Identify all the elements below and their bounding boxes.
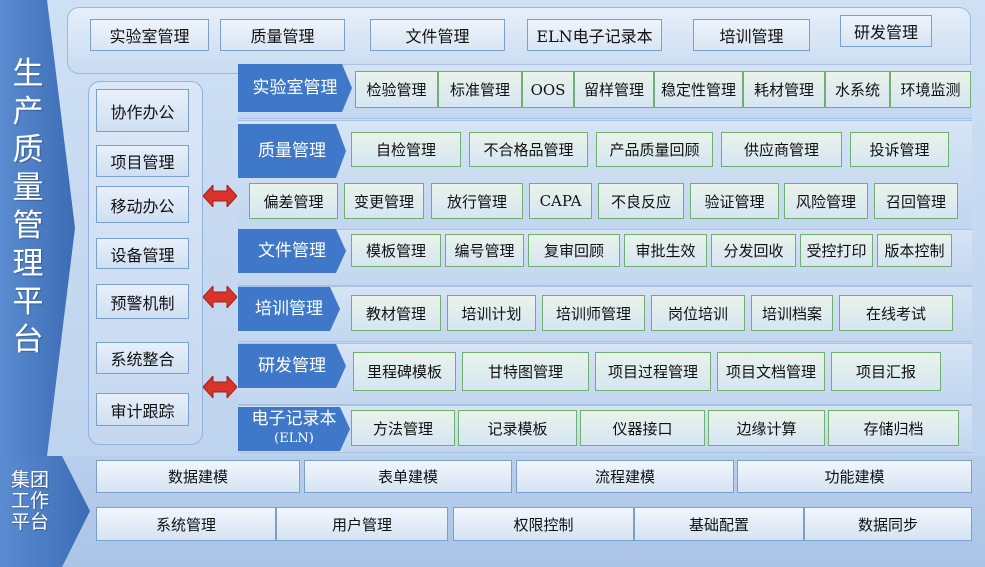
lab-item[interactable]: OOS [522, 71, 574, 108]
quality-item[interactable]: 变更管理 [344, 183, 424, 219]
eln-item[interactable]: 记录模板 [458, 410, 577, 446]
eln-item[interactable]: 仪器接口 [580, 410, 705, 446]
training-item[interactable]: 培训师管理 [542, 295, 645, 331]
left-item-project[interactable]: 项目管理 [96, 145, 189, 177]
document-item[interactable]: 分发回收 [711, 234, 796, 267]
quality-item[interactable]: 供应商管理 [721, 132, 842, 167]
left-item-audit[interactable]: 审计跟踪 [96, 393, 189, 426]
top-module-lab[interactable]: 实验室管理 [90, 19, 209, 51]
left-item-alert[interactable]: 预警机制 [96, 284, 189, 319]
document-item[interactable]: 受控打印 [800, 234, 873, 267]
training-item[interactable]: 在线考试 [839, 295, 953, 331]
platform-title: 生 产 质 量 管 理 平 台 [12, 56, 44, 358]
bottom-item-user-management[interactable]: 用户管理 [276, 507, 448, 541]
double-arrow-icon [203, 185, 237, 207]
top-module-rd[interactable]: 研发管理 [840, 15, 932, 47]
bottom-item-permission-control[interactable]: 权限控制 [453, 507, 634, 541]
left-item-equipment[interactable]: 设备管理 [96, 238, 189, 269]
quality-item[interactable]: 不合格品管理 [469, 132, 588, 167]
category-lab[interactable]: 实验室管理 [238, 64, 352, 112]
top-module-eln[interactable]: ELN电子记录本 [527, 19, 662, 51]
rd-item[interactable]: 甘特图管理 [462, 352, 589, 391]
double-arrow-icon [203, 376, 237, 398]
category-eln[interactable]: 电子记录本 (ELN) [238, 407, 350, 451]
eln-item[interactable]: 方法管理 [351, 410, 455, 446]
double-arrow-icon [203, 286, 237, 308]
quality-item[interactable]: 召回管理 [874, 183, 958, 219]
document-item[interactable]: 版本控制 [877, 234, 952, 267]
training-item[interactable]: 培训计划 [447, 295, 536, 331]
rd-item[interactable]: 里程碑模板 [353, 352, 456, 391]
training-item[interactable]: 教材管理 [351, 295, 441, 331]
document-item[interactable]: 审批生效 [624, 234, 707, 267]
document-item[interactable]: 模板管理 [351, 234, 441, 267]
group-platform-title: 集团 工作 平台 [10, 469, 49, 533]
eln-item[interactable]: 边缘计算 [708, 410, 825, 446]
rd-item[interactable]: 项目汇报 [831, 352, 941, 391]
lab-item[interactable]: 稳定性管理 [654, 71, 743, 108]
bottom-item-base-config[interactable]: 基础配置 [634, 507, 804, 541]
left-item-integration[interactable]: 系统整合 [96, 342, 189, 374]
quality-item[interactable]: CAPA [529, 183, 592, 219]
document-item[interactable]: 复审回顾 [528, 234, 620, 267]
quality-item[interactable]: 投诉管理 [850, 132, 949, 167]
quality-item[interactable]: 产品质量回顾 [596, 132, 713, 167]
category-quality[interactable]: 质量管理 [238, 124, 346, 178]
bottom-item-data-sync[interactable]: 数据同步 [804, 507, 972, 541]
bottom-item-data-modeling[interactable]: 数据建模 [96, 460, 300, 493]
lab-item[interactable]: 水系统 [825, 71, 890, 108]
lab-item[interactable]: 检验管理 [355, 71, 438, 108]
lab-item[interactable]: 留样管理 [574, 71, 654, 108]
training-item[interactable]: 培训档案 [751, 295, 833, 331]
category-training[interactable]: 培训管理 [238, 287, 340, 331]
top-module-training[interactable]: 培训管理 [693, 19, 810, 51]
lab-item[interactable]: 耗材管理 [743, 71, 825, 108]
lab-item[interactable]: 标准管理 [438, 71, 522, 108]
bottom-item-system-management[interactable]: 系统管理 [96, 507, 276, 541]
quality-item[interactable]: 偏差管理 [249, 183, 338, 219]
category-document[interactable]: 文件管理 [238, 229, 346, 273]
category-rd[interactable]: 研发管理 [238, 344, 346, 388]
quality-item[interactable]: 验证管理 [690, 183, 779, 219]
eln-item[interactable]: 存储归档 [828, 410, 959, 446]
quality-item[interactable]: 风险管理 [784, 183, 868, 219]
training-item[interactable]: 岗位培训 [651, 295, 745, 331]
bottom-item-form-modeling[interactable]: 表单建模 [304, 460, 512, 493]
rd-item[interactable]: 项目文档管理 [717, 352, 825, 391]
platform-arrow-shape [0, 0, 75, 456]
left-item-collaboration[interactable]: 协作办公 [96, 89, 189, 132]
quality-item[interactable]: 自检管理 [351, 132, 461, 167]
bottom-item-function-modeling[interactable]: 功能建模 [737, 460, 972, 493]
rd-item[interactable]: 项目过程管理 [595, 352, 711, 391]
group-platform-arrow-shape [0, 456, 90, 567]
quality-item[interactable]: 放行管理 [431, 183, 523, 219]
lab-item[interactable]: 环境监测 [890, 71, 971, 108]
document-item[interactable]: 编号管理 [445, 234, 524, 267]
bottom-item-process-modeling[interactable]: 流程建模 [516, 460, 734, 493]
quality-item[interactable]: 不良反应 [598, 183, 684, 219]
left-item-mobile[interactable]: 移动办公 [96, 186, 189, 223]
top-module-quality[interactable]: 质量管理 [220, 19, 345, 51]
top-module-document[interactable]: 文件管理 [370, 19, 505, 51]
